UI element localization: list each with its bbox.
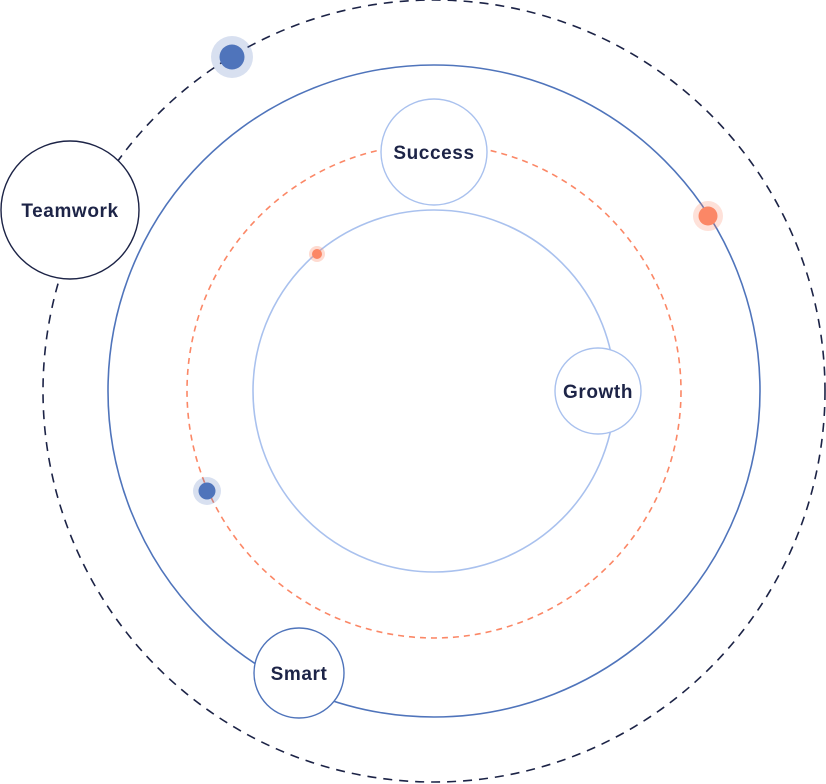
node-teamwork[interactable]: Teamwork [0,140,140,280]
node-growth-circle [554,347,642,435]
dot-inner-orange [309,246,325,262]
solid-blue-orbit [107,64,761,718]
dot-top-left-blue [211,36,253,78]
node-teamwork-label: Teamwork [21,201,118,222]
dot-right-orange [693,201,723,231]
node-success-label: Success [393,143,474,164]
node-growth[interactable]: Growth [554,347,642,435]
node-success-circle [380,98,488,206]
node-smart[interactable]: Smart [253,627,345,719]
dot-left-blue [193,477,221,505]
node-success[interactable]: Success [380,98,488,206]
orange-dashed-orbit [186,143,682,639]
node-smart-circle [253,627,345,719]
node-smart-label: Smart [271,664,328,685]
node-growth-label: Growth [563,382,633,403]
outer-dashed-orbit [42,0,826,783]
node-teamwork-circle [0,140,140,280]
